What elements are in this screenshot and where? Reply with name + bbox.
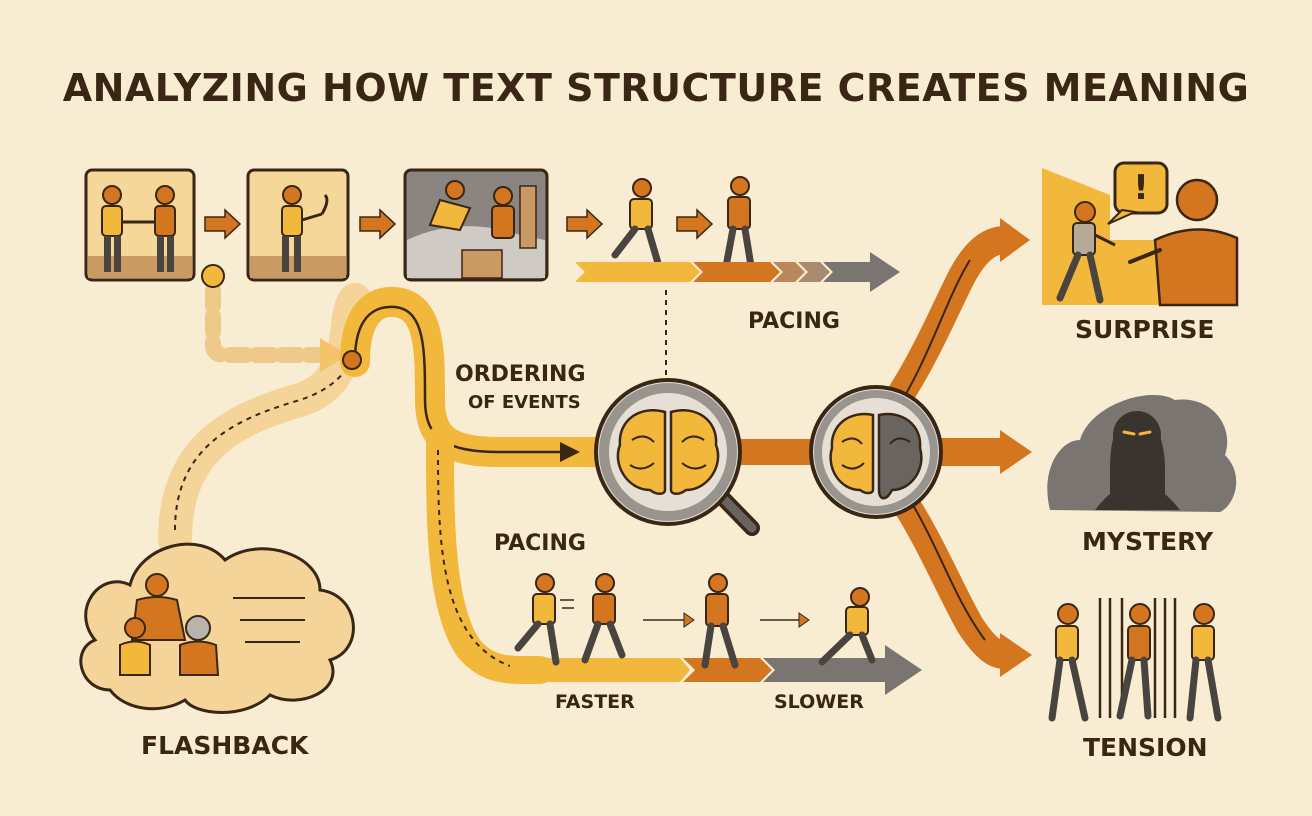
label-pacing-top: PACING <box>748 309 840 334</box>
runner-slow-top <box>721 176 756 276</box>
flashback-connector <box>205 282 328 363</box>
label-slower: SLOWER <box>774 691 864 713</box>
magnifier-brain-icon <box>594 378 760 536</box>
mystery-scene <box>1047 394 1237 512</box>
pacing-branch <box>426 426 554 685</box>
runner-fast-2 <box>581 573 626 664</box>
label-faster: FASTER <box>555 691 635 713</box>
page-title: ANALYZING HOW TEXT STRUCTURE CREATES MEA… <box>62 66 1250 110</box>
label-ordering: ORDERING <box>455 362 586 387</box>
surprise-speech-bubble <box>1113 161 1169 215</box>
label-surprise: SURPRISE <box>1075 315 1215 344</box>
split-brain-icon <box>809 385 943 519</box>
runner-fast-top <box>611 178 664 274</box>
runner-walk <box>701 573 739 669</box>
flashback-path <box>158 283 372 557</box>
pacing-arrow-lower <box>510 645 922 695</box>
label-mystery: MYSTERY <box>1082 527 1214 556</box>
runner-fast-1 <box>514 573 574 666</box>
runner-slow <box>818 587 876 666</box>
label-tension: TENSION <box>1083 733 1208 762</box>
label-flashback: FLASHBACK <box>141 731 309 760</box>
surprise-scene <box>1042 161 1239 307</box>
label-pacing-lower: PACING <box>494 531 586 556</box>
memory-cloud-icon <box>79 542 355 714</box>
arrow-to-tension <box>886 481 1019 669</box>
exclamation-icon: ! <box>1133 168 1149 208</box>
storyboard-panel-1 <box>84 168 196 282</box>
label-of-events: OF EVENTS <box>468 392 581 413</box>
pacing-arrow-top <box>575 252 900 292</box>
storyboard-panel-2 <box>246 168 350 282</box>
storyboard-panel-3 <box>403 168 549 282</box>
tension-scene <box>1048 598 1222 722</box>
